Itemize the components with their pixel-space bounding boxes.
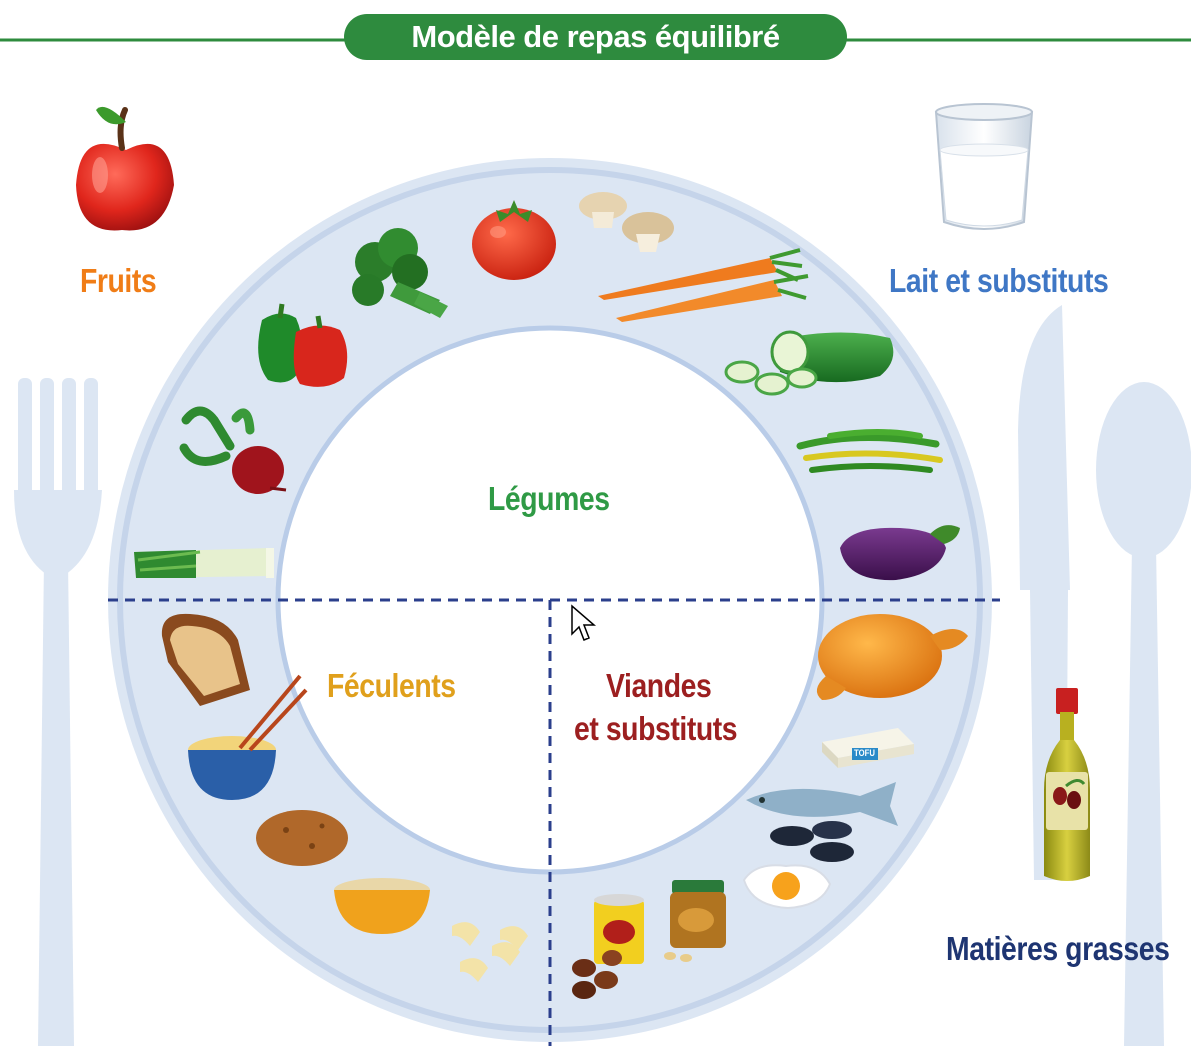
potato-icon xyxy=(256,810,348,866)
tofu-label: TOFU xyxy=(854,748,875,758)
rice-bowl-icon xyxy=(334,878,430,934)
pasta-icon xyxy=(452,922,528,982)
beet-icon xyxy=(179,406,287,494)
nuts-icon xyxy=(572,950,622,999)
matieres-grasses-label: Matières grasses xyxy=(946,930,1170,967)
peanut-butter-icon xyxy=(664,880,726,962)
canned-beans-icon xyxy=(594,894,644,964)
broccoli-icon xyxy=(352,228,448,318)
milk-glass-icon xyxy=(934,103,1034,230)
legumes-label: Légumes xyxy=(488,480,610,517)
spoon-icon xyxy=(1096,382,1191,1046)
chicken-icon xyxy=(816,614,968,700)
apple-icon xyxy=(76,106,174,231)
viandes-label-line2: et substituts xyxy=(574,710,738,747)
oil-bottle-icon xyxy=(1044,688,1090,881)
tomato-icon xyxy=(472,200,556,280)
mussels-icon xyxy=(770,821,854,862)
carrot-icon xyxy=(598,248,809,322)
mushroom-icon xyxy=(579,192,674,252)
noodle-bowl-icon xyxy=(188,674,308,800)
title-bar xyxy=(0,14,1191,60)
eggplant-icon xyxy=(840,525,960,581)
green-beans-icon xyxy=(796,429,943,473)
fork-icon xyxy=(14,378,102,1046)
fish-icon xyxy=(746,782,898,826)
fruits-label: Fruits xyxy=(80,262,157,299)
cucumber-icon xyxy=(724,330,894,396)
page-title: Modèle de repas équilibré xyxy=(411,19,780,54)
leek-icon xyxy=(134,548,274,578)
tofu-icon xyxy=(822,728,914,768)
mouse-cursor-icon xyxy=(571,604,597,641)
viandes-label-line1: Viandes xyxy=(606,667,712,704)
pepper-icon xyxy=(258,303,348,387)
bread-icon xyxy=(161,613,250,706)
knife-icon xyxy=(1018,305,1070,880)
feculents-label: Féculents xyxy=(327,667,456,704)
plate xyxy=(108,158,1000,1046)
lait-label: Lait et substituts xyxy=(889,262,1109,299)
egg-icon xyxy=(742,864,832,910)
